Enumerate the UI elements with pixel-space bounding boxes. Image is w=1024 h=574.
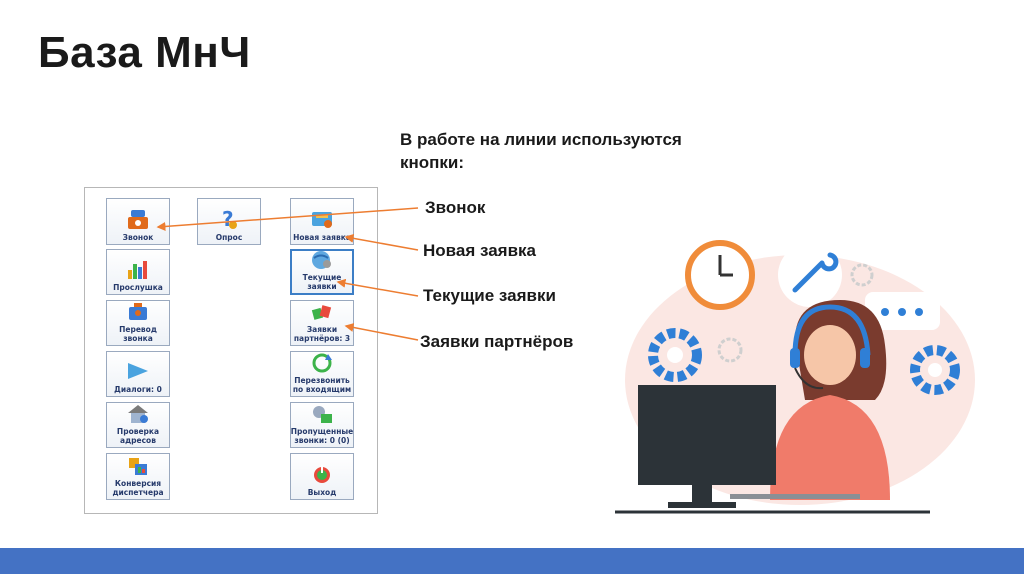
gear-icon-left [648,328,702,382]
gear-icon-right [910,345,960,395]
slide-title: База МнЧ [38,28,251,77]
callout-call: Звонок [425,198,486,217]
missed-calls-button[interactable]: Пропущенные звонки: 0 (0) [290,402,354,448]
new-request-button[interactable]: Новая заявка [290,198,354,245]
clock-icon [685,240,755,310]
buttons-panel: Звонок ? Опрос Новая заявка Прослушка Те… [84,187,378,514]
gear-outline-icon [717,263,874,363]
arrow-current-requests [336,278,419,297]
bar-chart-icon [125,257,151,281]
callout-partner-requests: Заявки партнёров [420,332,574,351]
callout-new-request: Новая заявка [423,241,536,260]
phone-icon [125,207,151,231]
arrow-call [156,207,419,231]
question-icon: ? [216,207,242,231]
house-icon [125,403,151,425]
dialogs-button[interactable]: Диалоги: 0 [106,351,170,397]
call-button[interactable]: Звонок [106,198,170,245]
callback-incoming-button[interactable]: Перезвонить по входящим [290,351,354,397]
keyboard [730,494,860,499]
wrench-icon [778,243,842,307]
globe-icon [309,249,335,271]
conversion-icon [125,454,151,477]
dispatcher-conversion-button[interactable]: Конверсия диспетчера [106,453,170,500]
partners-icon [309,301,335,323]
missed-call-icon [309,403,335,425]
listen-button[interactable]: Прослушка [106,249,170,295]
exit-button[interactable]: Выход [290,453,354,500]
monitor [638,385,776,508]
transfer-call-button[interactable]: Перевод звонка [106,300,170,346]
arrow-new-request [344,233,419,251]
intro-text: В работе на линии используются кнопки: [400,130,682,172]
operator-woman [770,300,890,500]
refresh-icon [309,352,335,374]
svg-text:?: ? [222,207,234,231]
operator-illustration [615,240,975,514]
power-icon [309,462,335,486]
address-check-button[interactable]: Проверка адресов [106,402,170,448]
chat-dots-icon [865,292,940,330]
callout-current-requests: Текущие заявки [423,286,556,305]
play-arrow-icon [125,359,151,383]
arrow-partner-requests [344,323,419,341]
partner-requests-button[interactable]: Заявки партнёров: 3 [290,300,354,346]
transfer-icon [125,301,151,323]
bottom-accent-bar [0,548,1024,574]
